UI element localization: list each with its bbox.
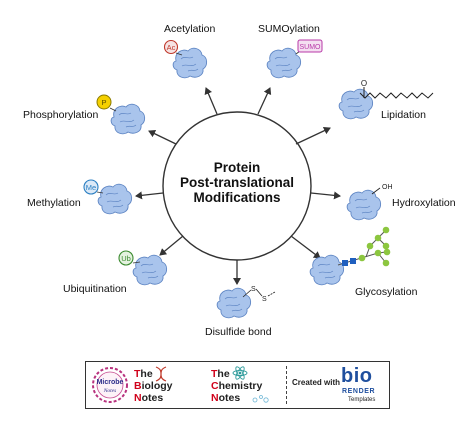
microbe-logo-text: Microbe (97, 379, 124, 386)
label-ubiquitination: Ubiquitination (63, 283, 127, 295)
hydroxyl-tag-label: OH (382, 184, 393, 191)
methyl-tag-label: Me (86, 183, 96, 192)
center-title-line3: Modifications (193, 190, 281, 205)
label-lipidation: Lipidation (381, 109, 426, 121)
protein-phosphorylation-icon (110, 103, 146, 135)
footer-divider (286, 366, 287, 404)
label-phosphorylation: Phosphorylation (23, 109, 99, 121)
arrow-acetylation (204, 87, 218, 115)
biology-notes-logo: The Biology Notes (134, 368, 173, 404)
center-title-line2: Post-translational (179, 175, 295, 190)
protein-sumoylation-icon (266, 47, 302, 79)
label-acetylation: Acetylation (164, 23, 216, 35)
sulfur-2-label: S (262, 296, 267, 303)
label-disulfide-bond: Disulfide bond (205, 326, 272, 338)
arrow-ubiquitination (159, 235, 184, 256)
arrow-lipidation (295, 126, 331, 145)
sumo-tag-label: SUMO (300, 44, 322, 51)
templates-text: Templates (348, 397, 376, 403)
lipid-chain-icon (359, 92, 434, 99)
arrow-phosphorylation (148, 129, 177, 145)
protein-hydroxylation-icon (346, 189, 382, 221)
protein-ubiquitination-icon (132, 254, 168, 286)
phosphate-tag-icon (96, 94, 112, 110)
arrow-methylation (135, 191, 164, 200)
protein-methylation-icon (97, 183, 133, 215)
chemistry-notes-logo: The Chemistry Notes (211, 368, 263, 404)
sumo-tag-icon (297, 39, 323, 53)
footer-credits: Microbe Notes The Biology Notes The Chem… (85, 361, 390, 409)
ubiquitin-tag-label: Ub (121, 254, 131, 263)
label-sumoylation: SUMOylation (258, 23, 320, 35)
dna-icon (155, 366, 167, 382)
bubbles-icon (252, 395, 269, 403)
acetyl-tag-icon (163, 39, 179, 55)
created-with-text: Created with (292, 378, 341, 387)
protein-lipidation-icon (338, 88, 374, 120)
lipid-oxygen-label: O (361, 79, 367, 88)
phosphate-tag-label: P (101, 98, 106, 107)
biorender-logo-text: bio (341, 365, 373, 387)
protein-glycosylation-icon (309, 254, 345, 286)
arrow-sumoylation (257, 87, 272, 115)
label-glycosylation: Glycosylation (355, 286, 418, 298)
acetyl-tag-label: Ac (167, 43, 176, 52)
label-hydroxylation: Hydroxylation (392, 197, 456, 209)
microbe-logo-subtext: Notes (103, 388, 117, 394)
arrow-glycosylation (290, 235, 321, 259)
label-methylation: Methylation (27, 197, 81, 209)
microbe-notes-logo: Microbe Notes (92, 367, 128, 403)
arrows (135, 87, 341, 285)
center-title: Protein Post-translational Modifications (168, 160, 306, 205)
biorender-logo-subtext: RENDER (342, 388, 376, 395)
protein-disulfide-icon (216, 287, 252, 319)
sulfur-1-label: S (251, 286, 256, 293)
protein-acetylation-icon (172, 47, 208, 79)
arrow-hydroxylation (310, 191, 341, 200)
ubiquitin-tag-icon (118, 250, 134, 266)
center-title-line1: Protein (213, 160, 261, 175)
glycan-chain-icon (337, 226, 391, 267)
methyl-tag-icon (83, 179, 99, 195)
atom-icon (232, 366, 248, 380)
